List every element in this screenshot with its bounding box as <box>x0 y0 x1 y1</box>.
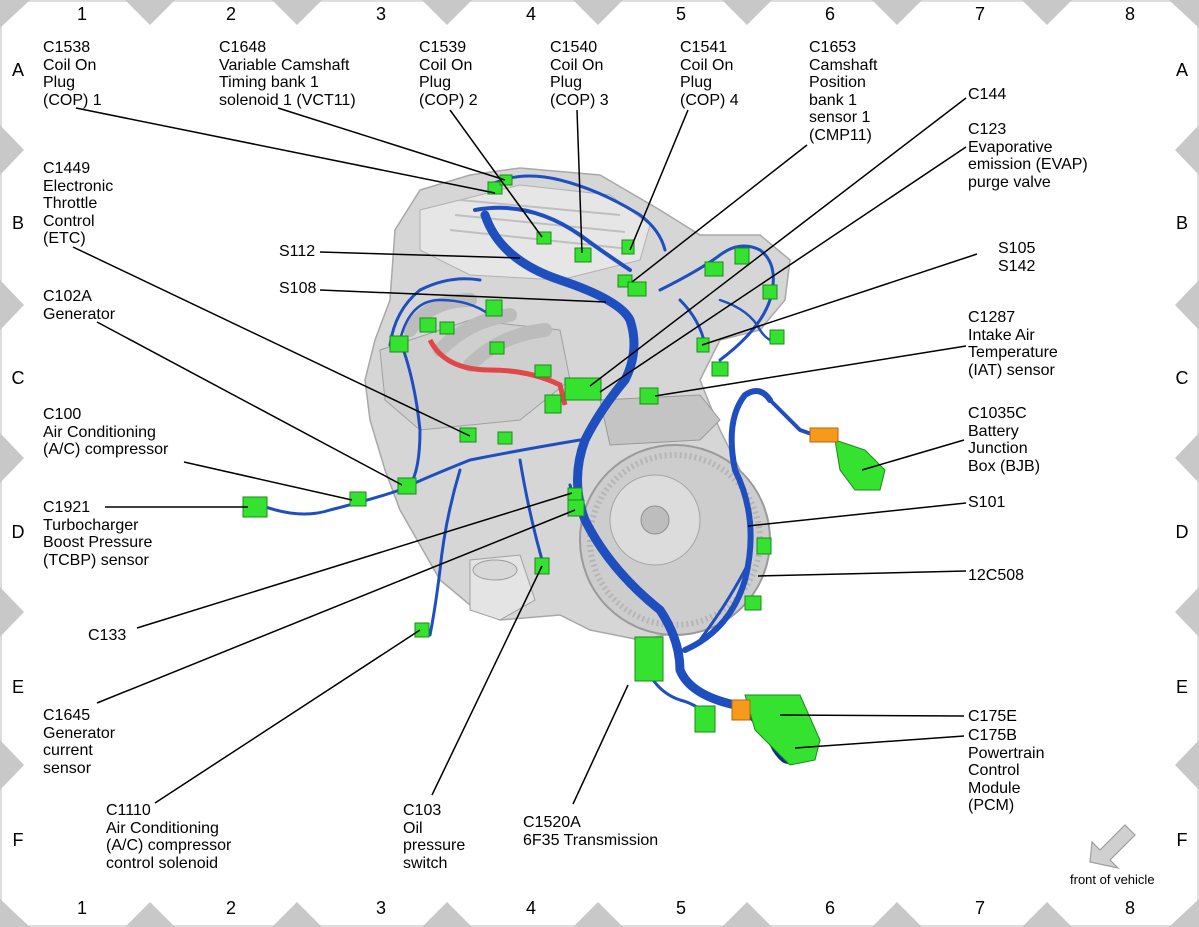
grid-row-f-left: F <box>12 830 24 850</box>
label-c1921: C1921 Turbocharger Boost Pressure (TCBP)… <box>43 499 153 569</box>
label-c1539: C1539 Coil On Plug (COP) 2 <box>419 39 478 109</box>
label-c1287: C1287 Intake Air Temperature (IAT) senso… <box>968 309 1058 379</box>
label-c103: C103 Oil pressure switch <box>403 802 466 872</box>
label-s101: S101 <box>968 494 1006 511</box>
front-arrow-icon <box>1089 824 1136 870</box>
grid-row-f-right: F <box>1176 830 1188 850</box>
label-c102a: C102A Generator <box>43 288 116 323</box>
label-c1110: C1110 Air Conditioning (A/C) compressor … <box>106 802 232 872</box>
label-c1538: C1538 Coil On Plug (COP) 1 <box>43 39 102 109</box>
connector-c1540 <box>574 247 592 263</box>
grid-row-e-left: E <box>11 677 24 697</box>
grid-col-5-top: 5 <box>675 4 686 24</box>
connector-c1110 <box>414 622 430 638</box>
grid-row-d-right: D <box>1175 522 1189 542</box>
grid-col-3-top: 3 <box>375 4 386 24</box>
grid-col-7-bottom: 7 <box>974 898 985 918</box>
grid-col-5-bottom: 5 <box>675 898 686 918</box>
grid-col-4-bottom: 4 <box>525 898 536 918</box>
grid-col-6-top: 6 <box>824 4 835 24</box>
grid-row-b-left: B <box>11 213 24 233</box>
label-c1653: C1653 Camshaft Position bank 1 sensor 1 … <box>809 39 878 144</box>
grid-row-a-right: A <box>1175 60 1188 80</box>
grid-col-4-top: 4 <box>525 4 536 24</box>
connector-c1538 <box>487 181 503 195</box>
right-border-markers <box>1175 125 1199 790</box>
connector-c175 <box>744 694 821 766</box>
grid-col-2-top: 2 <box>225 4 236 24</box>
connector-c102a <box>397 477 417 495</box>
grid-col-6-bottom: 6 <box>824 898 835 918</box>
label-c1520a: C1520A 6F35 Transmission <box>523 814 659 849</box>
grid-col-1-bottom: 1 <box>76 898 87 918</box>
label-c100: C100 Air Conditioning (A/C) compressor <box>43 406 169 458</box>
main-harness <box>258 174 827 764</box>
connector-c1520a <box>634 636 664 682</box>
grid-row-a-left: A <box>11 60 24 80</box>
connector-c1035c <box>834 439 886 491</box>
label-c133: C133 <box>88 627 127 644</box>
connector-c1541 <box>621 239 635 255</box>
label-c123: C123 Evaporative emission (EVAP) purge v… <box>968 121 1088 191</box>
label-c175e: C175E <box>968 708 1017 725</box>
label-s108: S108 <box>279 280 317 297</box>
grid-row-c-left: C <box>11 368 25 388</box>
grid-row-d-left: D <box>11 522 25 542</box>
bottom-border-markers <box>0 899 1199 927</box>
red-harness <box>427 338 568 406</box>
label-c175b: C175B Powertrain Control Module (PCM) <box>968 727 1045 814</box>
left-border-markers <box>0 125 24 790</box>
grid-col-3-bottom: 3 <box>375 898 386 918</box>
label-c1540: C1540 Coil On Plug (COP) 3 <box>550 39 609 109</box>
grid-row-b-right: B <box>1175 213 1188 233</box>
leader-lines <box>72 97 978 805</box>
grid-col-8-bottom: 8 <box>1124 898 1135 918</box>
label-s112: S112 <box>279 243 316 260</box>
label-s105-s142: S105 S142 <box>998 240 1036 275</box>
label-c1449: C1449 Electronic Throttle Control (ETC) <box>43 160 114 247</box>
label-c1648: C1648 Variable Camshaft Timing bank 1 so… <box>219 39 356 109</box>
grid-col-2-bottom: 2 <box>225 898 236 918</box>
grid-col-7-top: 7 <box>974 4 985 24</box>
orange-connectors <box>731 427 839 721</box>
top-border-markers <box>0 0 1199 28</box>
connector-c1645 <box>567 499 585 517</box>
front-of-vehicle-label: front of vehicle <box>1070 872 1155 887</box>
label-12c508: 12C508 <box>968 567 1025 584</box>
label-c1035c: C1035C Battery Junction Box (BJB) <box>968 405 1041 475</box>
grid-col-1-top: 1 <box>76 4 87 24</box>
grid-row-e-right: E <box>1175 677 1188 697</box>
label-c1645: C1645 Generator current sensor <box>43 707 116 777</box>
grid-col-8-top: 8 <box>1124 4 1135 24</box>
connector-c144 <box>564 377 602 401</box>
label-c1541: C1541 Coil On Plug (COP) 4 <box>680 39 739 109</box>
label-c144: C144 <box>968 86 1007 103</box>
grid-row-c-right: C <box>1175 368 1189 388</box>
connector-c100 <box>349 491 367 507</box>
